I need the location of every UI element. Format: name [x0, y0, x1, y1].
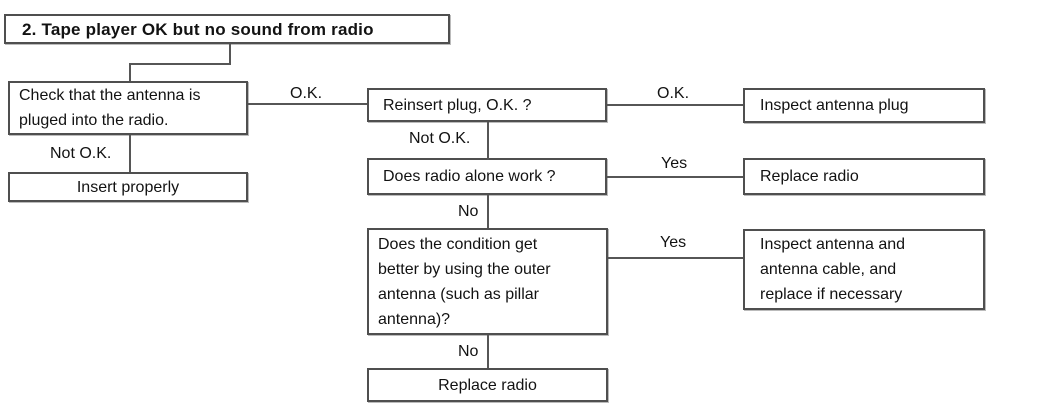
node-check-antenna: Check that the antenna is pluged into th… [8, 81, 248, 135]
node-insert-properly: Insert properly [8, 172, 248, 202]
edge-label-yes-2: Yes [660, 234, 687, 251]
edge-label-no-2: No [458, 343, 479, 360]
edge-label-notok-2: Not O.K. [409, 130, 471, 147]
node-inspect-antenna-cable: Inspect antenna and antenna cable, and r… [743, 229, 985, 310]
connector-check-ok [248, 103, 367, 105]
edge-label-yes-1: Yes [661, 155, 688, 172]
node-replace-radio-2: Replace radio [367, 368, 608, 402]
connector-reinsert-ok [607, 104, 743, 106]
edge-label-ok-1: O.K. [290, 85, 323, 102]
edge-label-ok-2: O.K. [657, 85, 690, 102]
connector-condition-yes [608, 257, 743, 259]
edge-label-notok-1: Not O.K. [50, 145, 112, 162]
connector-condition-no [487, 335, 489, 368]
connector-radio-no [487, 195, 489, 228]
connector-reinsert-notok [487, 122, 489, 160]
connector-check-notok [129, 135, 131, 172]
node-reinsert-plug: Reinsert plug, O.K. ? [367, 88, 607, 122]
node-radio-alone-work: Does radio alone work ? [367, 158, 607, 195]
connector-radio-yes [607, 176, 743, 178]
node-outer-antenna-condition: Does the condition get better by using t… [367, 228, 608, 335]
connector-into-check [129, 63, 131, 81]
node-replace-radio-1: Replace radio [743, 158, 985, 195]
connector-title-elbow [129, 63, 231, 65]
node-title: 2. Tape player OK but no sound from radi… [4, 14, 450, 44]
connector-title-down [229, 44, 231, 65]
node-inspect-antenna-plug: Inspect antenna plug [743, 88, 985, 123]
edge-label-no-1: No [458, 203, 479, 220]
